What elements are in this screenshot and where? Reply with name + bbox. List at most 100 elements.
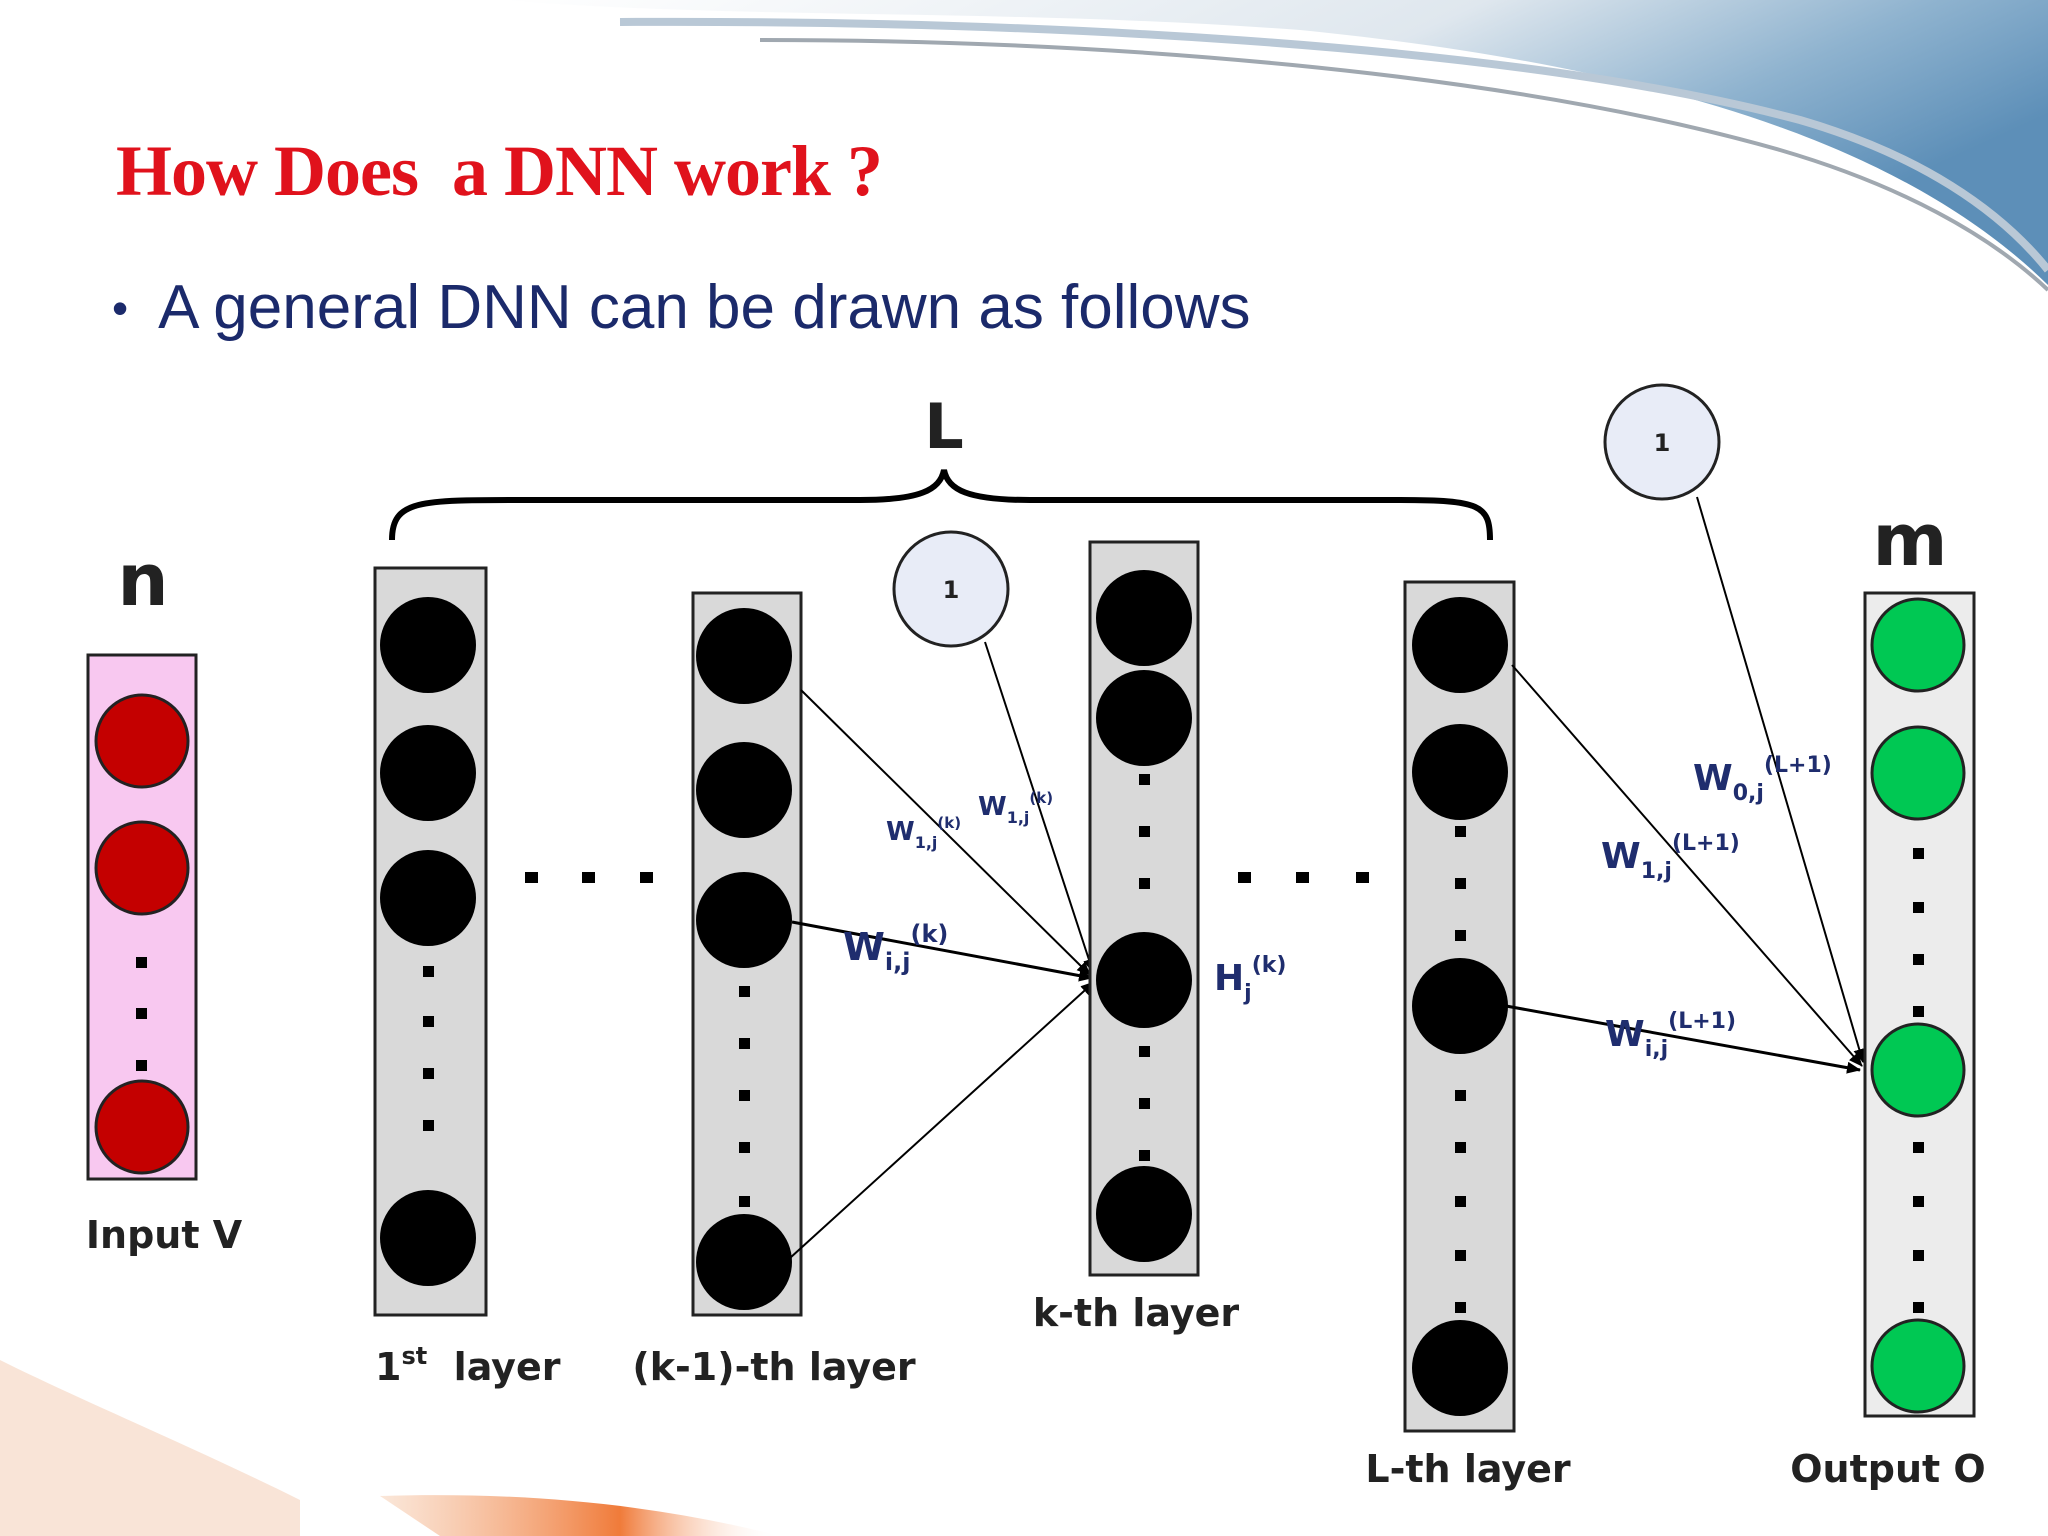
ellipsis-dot — [739, 986, 750, 997]
hidden-node — [1096, 1166, 1192, 1262]
bias-node-k — [892, 530, 1010, 648]
weight-label-wij-l1: Wi,j(L+1) — [1605, 1009, 1736, 1062]
ellipsis-dot — [423, 966, 434, 977]
weight-label-wij-k: Wi,j(k) — [843, 920, 948, 976]
bullet-text: A general DNN can be drawn as follows — [158, 273, 1251, 342]
bullet-dot-icon: • — [112, 281, 129, 334]
ellipsis-dot — [136, 1060, 147, 1071]
ellipsis-dot — [1139, 878, 1150, 889]
weight-label-w0j-l1: W0,j(L+1) — [1693, 753, 1832, 806]
edge-k-minus-1-to-k — [800, 689, 1091, 976]
edge-l-to-output — [1505, 1004, 1861, 1074]
bias-node-output-label: 1 — [1654, 429, 1671, 457]
bullet-item: • A general DNN can be drawn as follows — [112, 272, 1251, 343]
input-label: Input V — [86, 1213, 243, 1257]
activation-label-hj-k: Hj(k) — [1214, 953, 1286, 1006]
ellipsis-dot — [423, 1120, 434, 1131]
first-layer-label: 1st layer — [375, 1342, 561, 1389]
ellipsis-dot — [739, 1142, 750, 1153]
bias-node-output — [1603, 383, 1721, 501]
output-node — [1870, 725, 1966, 821]
ellipsis-dot — [1139, 774, 1150, 785]
bias-edge-k — [984, 641, 1095, 973]
hidden-node — [380, 597, 476, 693]
input-node — [94, 693, 190, 789]
layer-gap-ellipsis — [582, 872, 595, 883]
ellipsis-dot — [423, 1068, 434, 1079]
hidden-node — [380, 725, 476, 821]
layer-gap-ellipsis — [1356, 872, 1369, 883]
k-minus-1-layer-label: (k-1)-th layer — [632, 1345, 915, 1389]
top-swoosh — [500, 0, 2048, 285]
input-node — [94, 820, 190, 916]
ellipsis-dot — [136, 957, 147, 968]
ellipsis-dot — [1913, 954, 1924, 965]
edge-k-minus-1-to-k — [789, 981, 1095, 1259]
output-node — [1870, 1022, 1966, 1118]
hidden-node — [1412, 724, 1508, 820]
output-layer-box — [1863, 591, 1976, 1418]
input-layer — [86, 653, 198, 1181]
ellipsis-dot — [1913, 1250, 1924, 1261]
hidden-node — [1412, 1320, 1508, 1416]
hidden-node — [1412, 597, 1508, 693]
ellipsis-dot — [739, 1038, 750, 1049]
hidden-node — [1096, 932, 1192, 1028]
output-layer — [1863, 591, 1976, 1418]
weight-label-w1j-left: W1,j(k) — [886, 814, 961, 852]
input-node — [94, 1079, 190, 1175]
edge-k-minus-1-to-k — [791, 920, 1093, 982]
layer-gap-ellipsis — [525, 872, 538, 883]
l-th-layer — [1403, 580, 1516, 1433]
k-th-layer-label: k-th layer — [1033, 1291, 1240, 1335]
ellipsis-dot — [1455, 1302, 1466, 1313]
bias-edge-output — [1696, 496, 1866, 1063]
weight-label-w1j-l1: W1,j(L+1) — [1601, 831, 1740, 884]
output-label: Output O — [1790, 1447, 1985, 1491]
l-th-layer-label: L-th layer — [1365, 1447, 1570, 1491]
ellipsis-dot — [1913, 1302, 1924, 1313]
ellipsis-dot — [1455, 1090, 1466, 1101]
hidden-node — [696, 742, 792, 838]
hidden-node — [696, 1214, 792, 1310]
ellipsis-dot — [1139, 826, 1150, 837]
first-hidden-layer — [373, 566, 488, 1317]
bottom-left-swoosh — [0, 1360, 300, 1536]
ellipsis-dot — [1455, 1250, 1466, 1261]
slide-title: How Does a DNN work ? — [116, 131, 883, 211]
brace-label: L — [924, 390, 964, 463]
ellipsis-dot — [1913, 1142, 1924, 1153]
hidden-node — [1096, 570, 1192, 666]
ellipsis-dot — [1913, 902, 1924, 913]
ellipsis-dot — [1913, 848, 1924, 859]
hidden-node — [1412, 958, 1508, 1054]
output-node — [1870, 597, 1966, 693]
bias-node-k-label: 1 — [943, 576, 960, 604]
edge-l-to-output — [1511, 664, 1863, 1067]
ellipsis-dot — [1455, 1196, 1466, 1207]
ellipsis-dot — [739, 1090, 750, 1101]
output-node — [1870, 1318, 1966, 1414]
k-th-layer — [1088, 540, 1200, 1277]
weight-label-w1j-right: W1,j(k) — [978, 789, 1053, 827]
ellipsis-dot — [423, 1016, 434, 1027]
ellipsis-dot — [1455, 1142, 1466, 1153]
bottom-orange-streak — [380, 1495, 780, 1536]
ellipsis-dot — [1139, 1098, 1150, 1109]
ellipsis-dot — [136, 1008, 147, 1019]
output-count-label: m — [1872, 498, 1947, 582]
hidden-node — [696, 872, 792, 968]
layer-gap-ellipsis — [1238, 872, 1251, 883]
ellipsis-dot — [1913, 1196, 1924, 1207]
ellipsis-dot — [1455, 826, 1466, 837]
ellipsis-dot — [1455, 878, 1466, 889]
k-minus-1-layer — [691, 591, 803, 1317]
layer-gap-ellipsis — [640, 872, 653, 883]
top-swoosh-line-2 — [759, 38, 2048, 292]
ellipsis-dot — [1913, 1006, 1924, 1017]
ellipsis-dot — [1455, 930, 1466, 941]
ellipsis-dot — [739, 1196, 750, 1207]
